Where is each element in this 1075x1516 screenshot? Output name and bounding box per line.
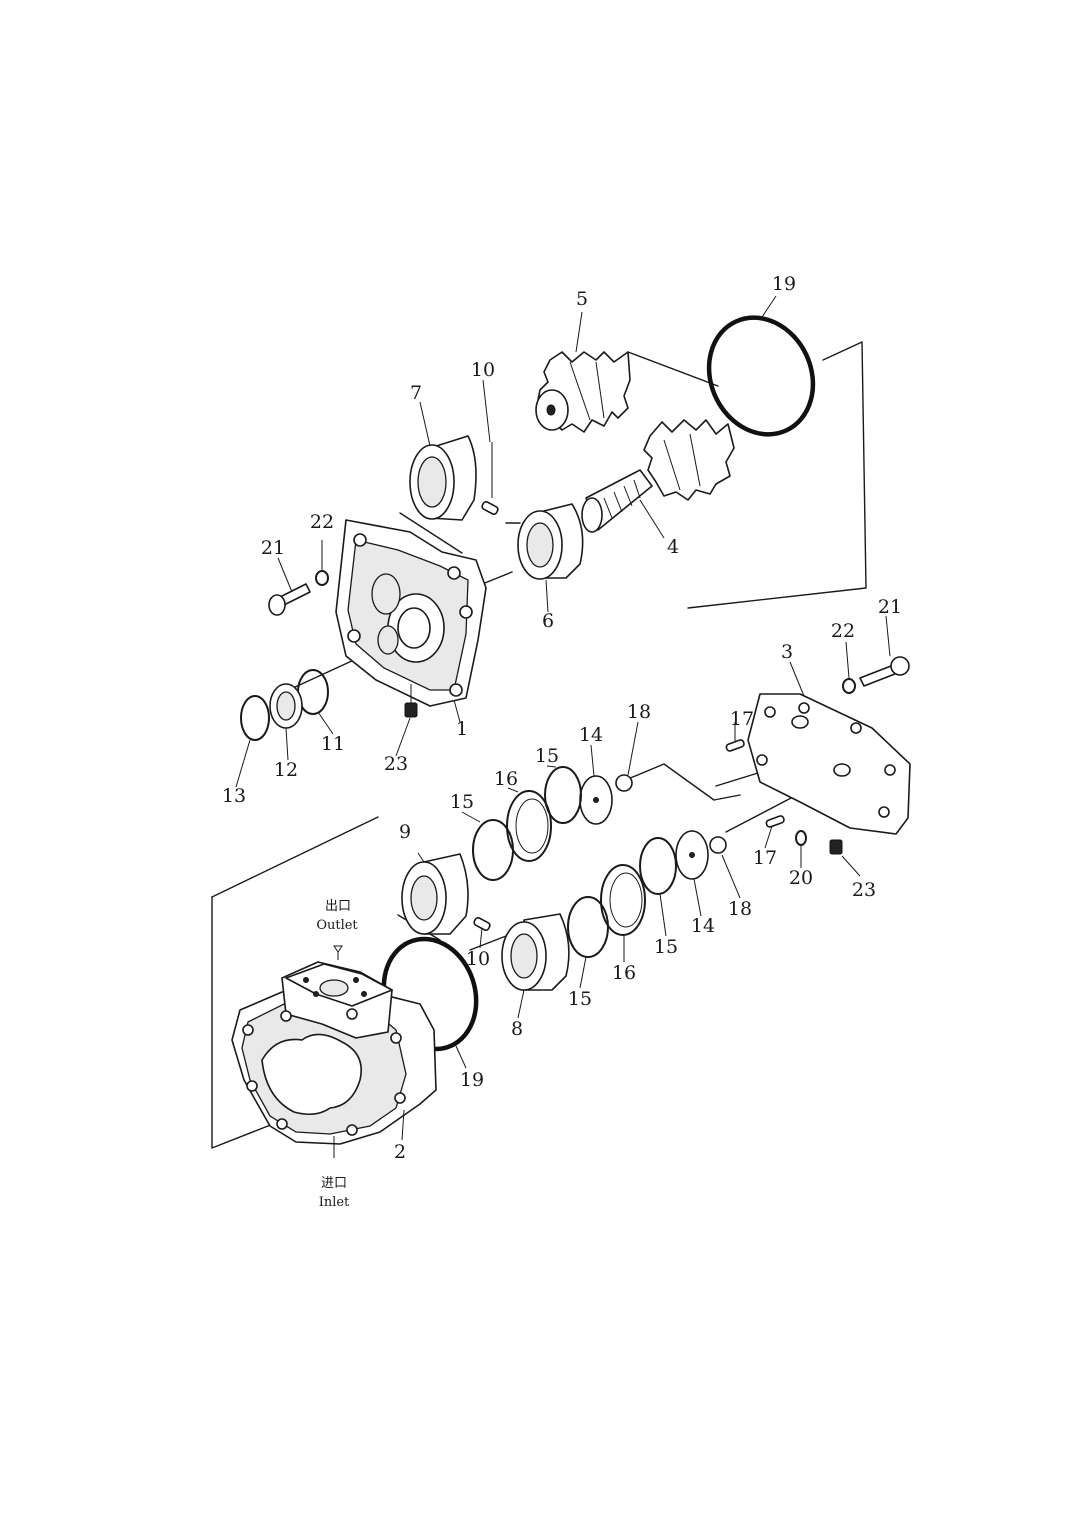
label-part-2: 2 — [394, 1141, 406, 1163]
label-part-19-lower: 19 — [460, 1069, 484, 1091]
part-15-backup-ring-a — [544, 766, 582, 824]
part-21-bolt-right — [859, 656, 910, 687]
label-part-5: 5 — [576, 288, 588, 310]
part-2-pump-body — [231, 961, 437, 1145]
port-labels: 出口 Outlet 进口 Inlet — [316, 899, 358, 1210]
part-10-pin-lower — [473, 916, 491, 932]
label-part-6: 6 — [542, 610, 554, 632]
part-16-seal-upper — [506, 790, 552, 862]
label-part-18-lower: 18 — [728, 898, 752, 920]
part-10-pin-upper — [481, 442, 499, 516]
inlet-label-en: Inlet — [319, 1195, 350, 1210]
part-19-oring-top — [706, 315, 816, 437]
label-part-15-c: 15 — [654, 936, 678, 958]
part-22-washer-right — [842, 678, 856, 694]
label-part-23-lower: 23 — [852, 879, 876, 901]
part-20-ring — [795, 830, 807, 846]
label-part-15-d: 15 — [568, 988, 592, 1010]
part-22-washer-left — [315, 570, 329, 586]
part-18-ball-lower — [709, 836, 727, 854]
label-part-22-right: 22 — [831, 620, 855, 642]
label-part-17-upper: 17 — [730, 708, 754, 730]
label-part-4: 4 — [667, 536, 679, 558]
part-4-drive-shaft — [581, 419, 735, 533]
label-part-15-b: 15 — [450, 791, 474, 813]
label-part-21-left: 21 — [261, 537, 285, 559]
part-5-gear — [535, 351, 631, 433]
part-9-bearing-block — [401, 853, 469, 935]
outlet-label-en: Outlet — [316, 918, 358, 933]
part-17-pin-upper — [725, 739, 745, 752]
label-part-10-upper: 10 — [471, 359, 495, 381]
part-14-plate-lower — [675, 830, 709, 880]
part-15-backup-ring-d — [567, 896, 609, 958]
part-18-ball-upper — [615, 774, 633, 792]
label-part-18-upper: 18 — [627, 701, 651, 723]
part-21-bolt-left — [268, 583, 311, 616]
label-part-8: 8 — [511, 1018, 523, 1040]
part-16-seal-lower — [600, 864, 646, 936]
label-part-21-right: 21 — [878, 596, 902, 618]
part-7-bearing-block — [409, 435, 477, 521]
leader-lines — [235, 295, 891, 1158]
part-15-backup-ring-b — [472, 819, 514, 881]
label-part-14-upper: 14 — [579, 724, 603, 746]
part-6-bearing-block — [517, 503, 584, 580]
label-part-23-upper: 23 — [384, 753, 408, 775]
label-part-15-a: 15 — [535, 745, 559, 767]
label-part-3: 3 — [781, 641, 793, 663]
label-part-11: 11 — [321, 733, 345, 755]
outlet-label-cn: 出口 — [325, 899, 351, 914]
part-8-bearing-block — [501, 913, 570, 991]
label-part-19-top: 19 — [772, 273, 796, 295]
label-part-20: 20 — [789, 867, 813, 889]
label-part-7: 7 — [410, 382, 422, 404]
part-1-front-cover — [335, 519, 487, 707]
assembly-guide-lines — [211, 341, 867, 1149]
part-17-pin-lower — [765, 815, 785, 828]
label-part-17-lower: 17 — [753, 847, 777, 869]
label-part-10-lower: 10 — [466, 948, 490, 970]
part-12-oil-seal — [269, 683, 303, 729]
part-23-plug-upper — [404, 684, 418, 718]
label-part-22-left: 22 — [310, 511, 334, 533]
inlet-label-cn: 进口 — [321, 1176, 347, 1191]
label-part-16-lower: 16 — [612, 962, 636, 984]
part-3-rear-cover — [747, 693, 911, 835]
part-15-backup-ring-c — [639, 837, 677, 895]
part-labels: 5 19 7 10 22 21 4 6 22 21 3 1 11 12 13 2… — [222, 273, 902, 1163]
part-13-snap-ring — [240, 695, 270, 741]
part-14-plate-upper — [579, 775, 613, 825]
label-part-13: 13 — [222, 785, 246, 807]
label-part-14-lower: 14 — [691, 915, 715, 937]
label-part-16-upper: 16 — [494, 768, 518, 790]
label-part-12: 12 — [274, 759, 298, 781]
label-part-9: 9 — [399, 821, 411, 843]
part-23-plug-lower — [829, 839, 843, 855]
label-part-1: 1 — [456, 718, 468, 740]
